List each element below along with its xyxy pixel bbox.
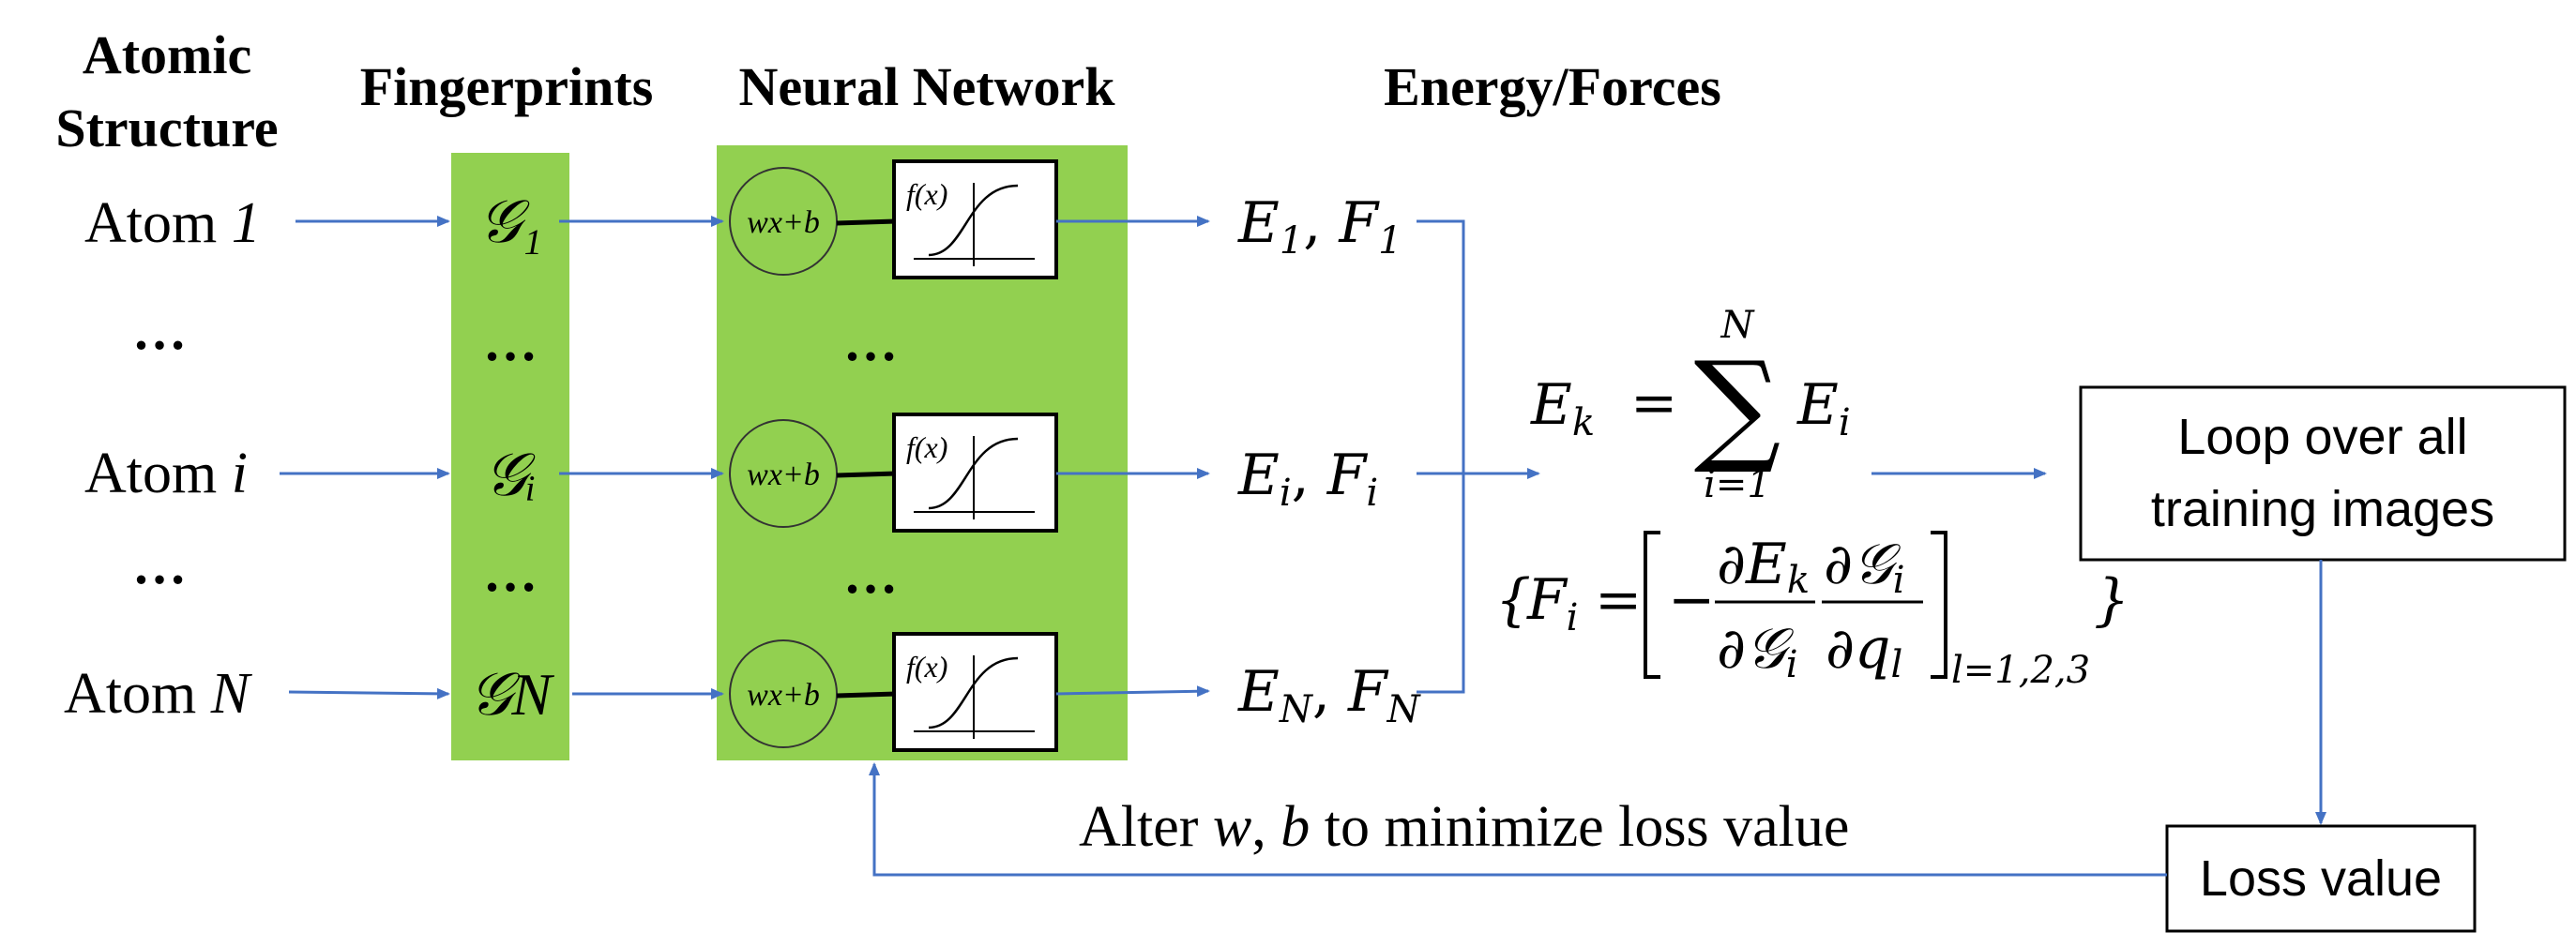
energy-equation: Ek = ∑ N i=1 Ei: [1530, 304, 1851, 506]
left-square-bracket: [1644, 531, 1660, 679]
energy-term: Ei: [1796, 372, 1851, 444]
header-fingerprints: Fingerprints: [360, 56, 654, 117]
header-atomic-structure-line2: Structure: [55, 98, 278, 158]
force-minus: −: [1668, 567, 1715, 633]
energy-equals: =: [1630, 370, 1677, 436]
ellipsis-network-1: …: [843, 311, 898, 372]
arrow-network-n-to-output: [1055, 685, 1210, 698]
neuron-label-n: wx+b: [747, 678, 820, 713]
ellipsis-fingerprints-1: …: [483, 311, 538, 372]
bracket-subscript: l=1,2,3: [1951, 649, 2090, 692]
output-e1-f1: E1, F1: [1237, 190, 1402, 263]
partial-gi-numerator: ∂𝒢i: [1824, 532, 1905, 602]
loop-box-line2: training images: [2151, 481, 2494, 537]
activation-label-1: f(x): [906, 177, 947, 211]
force-open-brace: {: [1495, 567, 1531, 633]
force-equation: { Fi = − ∂Ek ∂𝒢i ∂𝒢i ∂ql l=1,2,3 }: [1495, 531, 2129, 692]
loop-box-line1: Loop over all: [2177, 409, 2467, 465]
energy-lhs: Ek: [1530, 372, 1595, 444]
output-en-fn: EN, FN: [1237, 659, 1422, 731]
output-ei-fi: Ei, Fi: [1237, 443, 1378, 515]
header-neural-network: Neural Network: [738, 56, 1115, 117]
ellipsis-atoms-2: …: [132, 534, 187, 595]
ellipsis-fingerprints-2: …: [483, 542, 538, 603]
force-equals: =: [1595, 567, 1642, 633]
ellipsis-atoms-1: …: [132, 300, 187, 361]
sum-lower-limit: i=1: [1704, 463, 1771, 506]
activation-label-n: f(x): [906, 650, 947, 684]
force-close-brace: }: [2094, 567, 2129, 633]
neuron-label-1: wx+b: [747, 205, 820, 240]
neuron-connector-n: [836, 691, 897, 699]
sum-upper-limit: N: [1720, 304, 1756, 347]
header-atomic-structure-line1: Atomic: [83, 24, 251, 85]
loop-over-images-box: [2079, 385, 2567, 562]
partial-ql: ∂ql: [1826, 616, 1902, 686]
fingerprint-gn: 𝒢N: [469, 661, 555, 728]
activation-box-n: f(x): [892, 632, 1058, 752]
ellipsis-network-2: …: [843, 544, 898, 605]
right-square-bracket: [1931, 531, 1947, 679]
loss-value-label: Loss value: [2200, 850, 2442, 907]
fingerprint-g1: 𝒢₁: [478, 188, 542, 255]
loss-value-box: [2165, 824, 2477, 933]
activation-label-i: f(x): [906, 430, 947, 464]
activation-box-1: f(x): [892, 159, 1058, 279]
neuron-connector-i: [836, 471, 897, 478]
neuron-connector-1: [836, 218, 897, 226]
partial-ek: ∂Ek: [1717, 532, 1810, 602]
fingerprint-gi: 𝒢ᵢ: [484, 442, 537, 508]
fingerprints-panel: [451, 153, 569, 760]
feedback-label: Alter w, b to minimize loss value: [1079, 795, 1849, 859]
partial-gi-denominator: ∂𝒢i: [1717, 616, 1798, 686]
neuron-label-i: wx+b: [747, 458, 820, 492]
atom-n-label: Atom N: [64, 662, 253, 726]
sum-symbol: ∑: [1694, 335, 1781, 477]
atom-1-label: Atom 1: [84, 191, 261, 255]
feedback-arrow: [869, 762, 2167, 877]
collect-bracket: [1417, 219, 1465, 694]
atom-i-label: Atom i: [84, 442, 248, 505]
activation-box-i: f(x): [892, 413, 1058, 533]
arrow-atom-n-to-fingerprint: [288, 687, 450, 699]
header-energy-forces: Energy/Forces: [1384, 56, 1721, 117]
force-lhs: Fi: [1526, 567, 1578, 639]
